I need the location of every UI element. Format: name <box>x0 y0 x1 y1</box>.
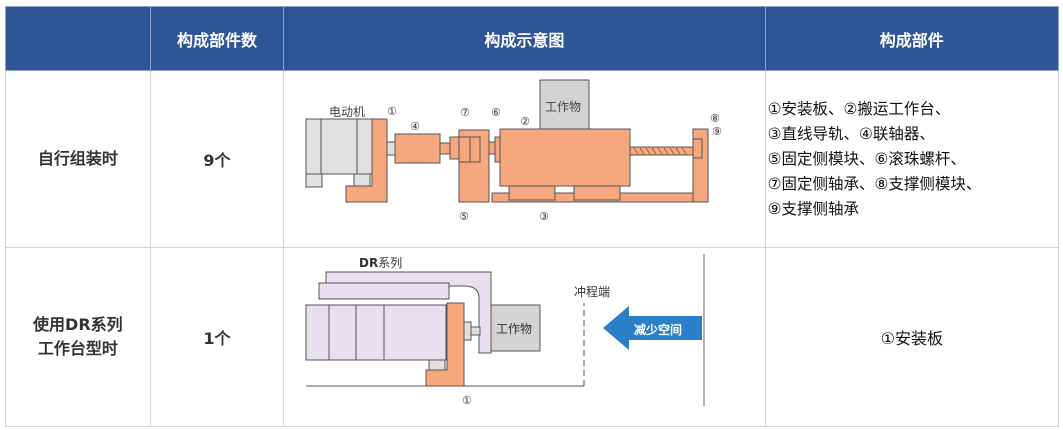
self-assembly-diagram: 电动机 工作物 ① ② ③ ④ ⑤ ⑥ ⑦ ⑧ ⑨ <box>305 79 722 223</box>
parts-list: ①安装板 <box>764 247 1060 427</box>
callout-1: ① <box>462 394 472 407</box>
motor <box>305 118 374 175</box>
support-side-bearing <box>692 138 703 159</box>
transport-table <box>499 128 631 187</box>
motor <box>305 304 447 361</box>
parts-line: ⑦固定侧轴承、⑧支撑侧模块、 <box>767 174 982 193</box>
series-label-bold: DR <box>359 256 378 270</box>
table-row: 使用DR系列 工作台型时 1个 <box>5 247 1060 427</box>
callout-1: ① <box>387 105 397 118</box>
stroke-end-label: 冲程端 <box>574 284 610 299</box>
diagram-cell: 减少空间 冲程端 工作物 DR系列 ① <box>283 247 766 427</box>
mounting-plate <box>345 118 388 203</box>
series-label-rest: 系列 <box>379 256 403 270</box>
header-parts: 构成部件 <box>764 6 1060 71</box>
motor-label: 电动机 <box>329 105 365 119</box>
series-label: DR系列 <box>359 256 402 270</box>
callout-5: ⑤ <box>459 210 469 223</box>
diagram-cell: 电动机 工作物 ① ② ③ ④ ⑤ ⑥ ⑦ ⑧ ⑨ <box>283 70 766 248</box>
arrow-label: 减少空间 <box>634 322 682 337</box>
part-count: 9个 <box>149 70 285 248</box>
callout-9: ⑨ <box>712 125 722 138</box>
dr-series-diagram: 减少空间 冲程端 工作物 DR系列 ① <box>305 254 705 407</box>
part-count: 1个 <box>149 247 285 427</box>
callout-7: ⑦ <box>460 106 470 119</box>
fixed-side-bearing <box>458 136 471 163</box>
row-label: 自行组装时 <box>5 70 151 248</box>
row-label-line: 使用DR系列 <box>33 315 123 334</box>
header-diagram: 构成示意图 <box>283 6 766 71</box>
callout-3: ③ <box>539 210 549 223</box>
header-row: 构成部件数 构成示意图 构成部件 <box>5 6 1060 71</box>
parts-line: ①安装板、②搬运工作台、 <box>767 99 951 118</box>
callout-4: ④ <box>410 120 420 133</box>
workpiece <box>490 304 541 352</box>
parts-line: ⑨支撑侧轴承 <box>767 199 859 218</box>
row-label-line: 工作台型时 <box>37 339 118 358</box>
parts-line: ⑤固定侧模块、⑥滚珠螺杆、 <box>767 149 966 168</box>
row-label: 使用DR系列 工作台型时 <box>5 247 151 427</box>
dr-series-body <box>325 271 492 354</box>
callout-2: ② <box>520 115 530 128</box>
header-part-count: 构成部件数 <box>149 6 285 71</box>
callout-8: ⑧ <box>710 112 720 125</box>
workpiece <box>539 79 590 130</box>
components-table: 构成部件数 构成示意图 构成部件 自行组装时 9个 <box>5 6 1060 427</box>
parts-line: ③直线导轨、④联轴器、 <box>767 124 935 143</box>
coupling <box>394 133 441 164</box>
workpiece-label: 工作物 <box>545 100 581 114</box>
parts-list: ①安装板、②搬运工作台、 ③直线导轨、④联轴器、 ⑤固定侧模块、⑥滚珠螺杆、 ⑦… <box>764 70 1060 248</box>
header-blank <box>5 6 151 71</box>
callout-6: ⑥ <box>491 106 501 119</box>
table-row: 自行组装时 9个 <box>5 70 1060 248</box>
reduce-space-arrow <box>603 306 703 350</box>
workpiece-label: 工作物 <box>496 322 532 336</box>
